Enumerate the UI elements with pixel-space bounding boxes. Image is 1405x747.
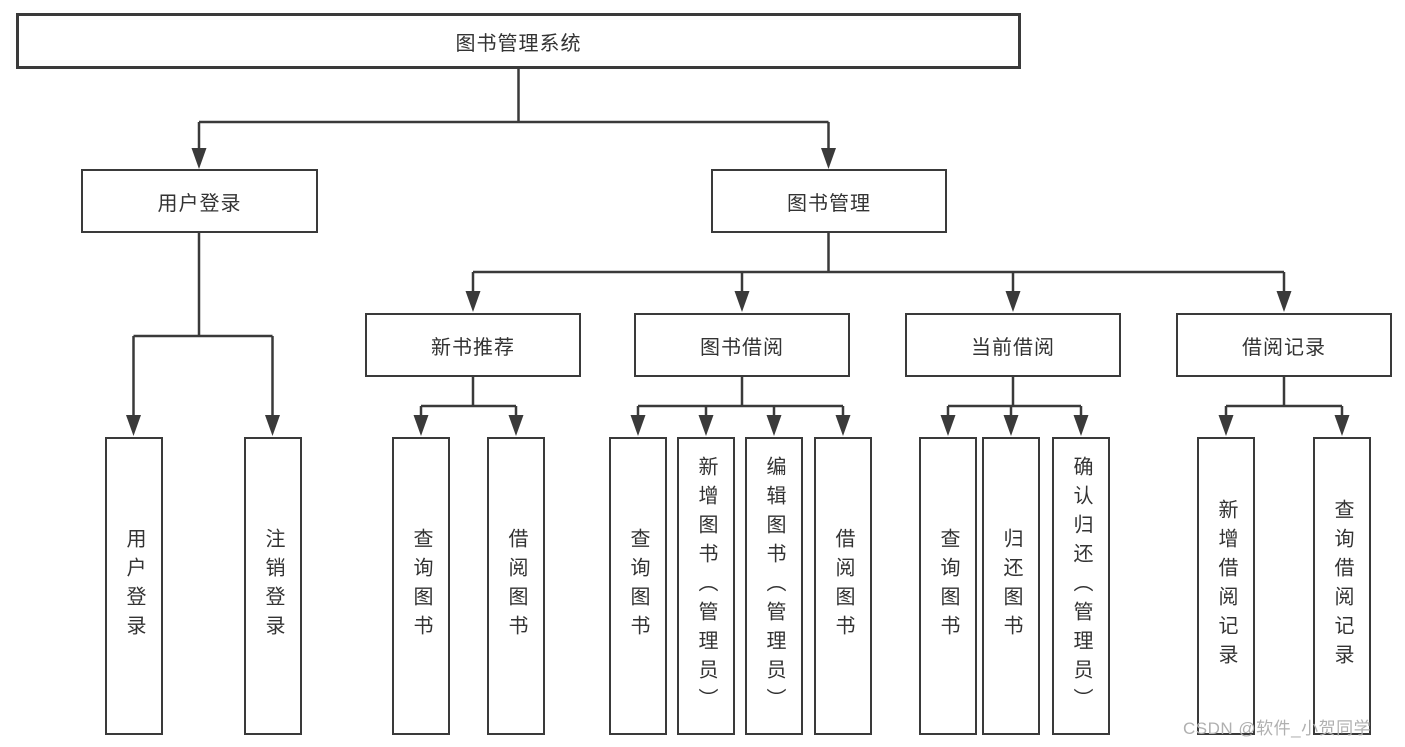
node-leaf-logout: 注销登录	[244, 437, 302, 735]
node-leaf-query-books-borrow-label: 查询图书	[627, 528, 649, 644]
node-leaf-return-books-label: 归还图书	[1000, 528, 1022, 644]
node-borrowing-records: 借阅记录	[1176, 313, 1392, 377]
arrowhead	[1218, 415, 1234, 436]
arrowhead	[191, 148, 207, 169]
arrowhead	[734, 291, 750, 312]
tree-edges	[132, 69, 1344, 419]
node-new-book-recommendation: 新书推荐	[365, 313, 581, 377]
node-leaf-query-borrow-record: 查询借阅记录	[1313, 437, 1371, 735]
node-leaf-borrow-books-recommend-label: 借阅图书	[505, 528, 527, 644]
arrowhead	[940, 415, 956, 436]
node-book-management-branch: 图书管理	[711, 169, 947, 233]
arrowhead	[413, 415, 429, 436]
arrowhead	[821, 148, 836, 169]
arrowheads	[126, 148, 1350, 436]
arrowhead	[508, 415, 524, 436]
arrowhead	[126, 415, 141, 436]
node-book-borrowing-label: 图书借阅	[700, 336, 784, 359]
node-leaf-add-books-admin: 新增图书（管理员）	[677, 437, 735, 735]
node-leaf-borrow-books-label: 借阅图书	[832, 528, 854, 644]
node-leaf-add-borrow-record: 新增借阅记录	[1197, 437, 1255, 735]
node-current-borrowing-label: 当前借阅	[971, 336, 1055, 359]
arrowhead	[698, 415, 714, 436]
arrowhead	[630, 415, 646, 436]
arrowhead	[835, 415, 851, 436]
node-new-book-recommendation-label: 新书推荐	[431, 336, 515, 359]
node-leaf-query-books-borrow: 查询图书	[609, 437, 667, 735]
arrowhead	[465, 291, 481, 312]
arrowhead	[1276, 291, 1292, 312]
arrowhead	[1334, 415, 1350, 436]
arrowhead	[1073, 415, 1089, 436]
node-leaf-edit-books-admin: 编辑图书（管理员）	[745, 437, 803, 735]
node-leaf-query-books-recommend-label: 查询图书	[410, 528, 432, 644]
node-leaf-user-login: 用户登录	[105, 437, 163, 735]
node-borrowing-records-label: 借阅记录	[1242, 336, 1326, 359]
node-user-login-branch-label: 用户登录	[157, 192, 242, 215]
node-book-management-branch-label: 图书管理	[787, 192, 871, 215]
node-library-management-system: 图书管理系统	[16, 13, 1021, 69]
node-leaf-query-books-current: 查询图书	[919, 437, 977, 735]
node-leaf-query-books-recommend: 查询图书	[392, 437, 450, 735]
arrowhead	[265, 415, 280, 436]
node-leaf-confirm-return-admin-label: 确认归还（管理员）	[1070, 455, 1092, 717]
node-leaf-add-books-admin-label: 新增图书（管理员）	[695, 455, 717, 717]
node-current-borrowing: 当前借阅	[905, 313, 1121, 377]
node-leaf-query-books-current-label: 查询图书	[937, 528, 959, 644]
arrowhead	[766, 415, 782, 436]
node-leaf-logout-label: 注销登录	[262, 528, 284, 644]
node-leaf-confirm-return-admin: 确认归还（管理员）	[1052, 437, 1110, 735]
node-leaf-user-login-label: 用户登录	[123, 528, 145, 644]
node-leaf-borrow-books: 借阅图书	[814, 437, 872, 735]
node-user-login-branch: 用户登录	[81, 169, 318, 233]
node-library-management-system-label: 图书管理系统	[455, 32, 582, 55]
node-leaf-borrow-books-recommend: 借阅图书	[487, 437, 545, 735]
arrowhead	[1005, 291, 1021, 312]
csdn-watermark: CSDN @软件_小贺同学	[1183, 719, 1372, 738]
arrowhead	[1003, 415, 1019, 436]
node-book-borrowing: 图书借阅	[634, 313, 850, 377]
node-leaf-add-borrow-record-label: 新增借阅记录	[1215, 499, 1237, 673]
node-leaf-query-borrow-record-label: 查询借阅记录	[1331, 499, 1353, 673]
node-leaf-edit-books-admin-label: 编辑图书（管理员）	[763, 455, 785, 717]
node-leaf-return-books: 归还图书	[982, 437, 1040, 735]
